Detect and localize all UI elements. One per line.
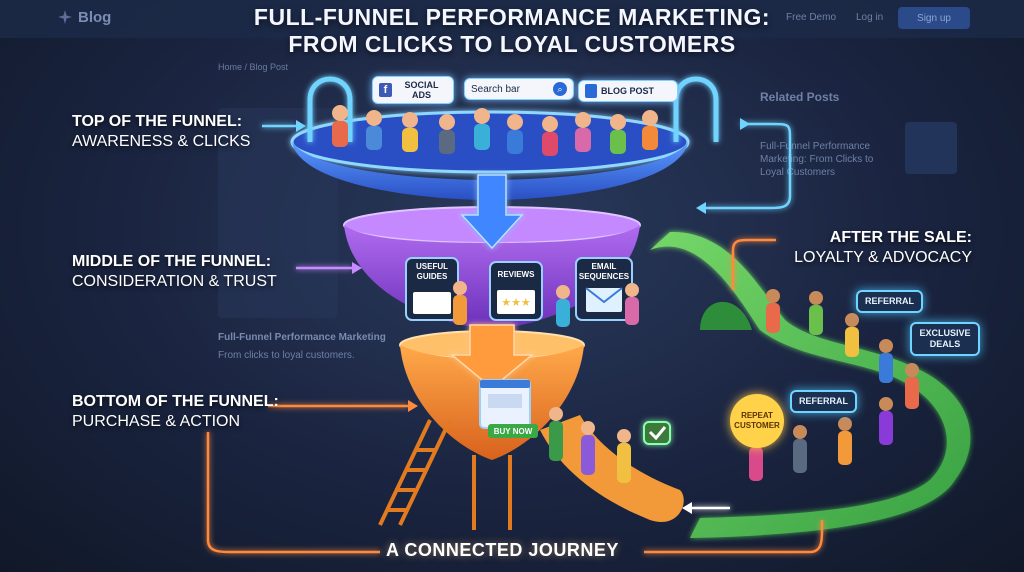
connector-journey bbox=[206, 432, 380, 554]
funnel-stairs bbox=[378, 419, 512, 530]
breadcrumb[interactable]: Home / Blog Post bbox=[218, 62, 289, 72]
stage-middle: MIDDLE OF THE FUNNEL: CONSIDERATION & TR… bbox=[72, 252, 277, 292]
loyalty-crowd bbox=[749, 289, 919, 447]
article-title: Full-Funnel Performance Marketing bbox=[218, 332, 386, 343]
arrowhead-return-top bbox=[740, 118, 750, 130]
arrowhead-top bbox=[296, 120, 306, 132]
social-ads-label: SOCIAL ADS bbox=[404, 80, 439, 100]
loyalty-crowd-bodies bbox=[749, 303, 919, 481]
connected-journey-label: A CONNECTED JOURNEY bbox=[386, 540, 619, 560]
arrowhead-middle bbox=[352, 262, 362, 274]
blog-topbar bbox=[0, 0, 1024, 38]
search-icon: ⌕ bbox=[553, 82, 567, 96]
blog-post-label: BLOG POST bbox=[601, 86, 655, 96]
stage-after-heading: AFTER THE SALE: bbox=[829, 229, 972, 246]
title-line-2: FROM CLICKS TO LOYAL CUSTOMERS bbox=[288, 31, 736, 57]
connector-return bbox=[706, 122, 792, 210]
connector-journey-right bbox=[644, 520, 824, 554]
exclusive-deals-chip: EXCLUSIVE DEALS bbox=[910, 322, 980, 356]
stage-bottom-heading: BOTTOM OF THE FUNNEL: bbox=[72, 393, 279, 410]
confirm-bubble bbox=[643, 421, 671, 445]
envelope-icon bbox=[585, 287, 623, 304]
top-arch-left bbox=[307, 76, 353, 142]
email-label: EMAIL SEQUENCES bbox=[578, 262, 630, 281]
middle-cards: ★★★ bbox=[405, 257, 633, 321]
nav-free-demo[interactable]: Free Demo bbox=[786, 12, 837, 23]
checkmark-icon bbox=[648, 426, 667, 441]
repeat-customer-badge: REPEAT CUSTOMER bbox=[730, 394, 784, 448]
stage-top: TOP OF THE FUNNEL: AWARENESS & CLICKS bbox=[72, 112, 250, 152]
stage-top-heading: TOP OF THE FUNNEL: bbox=[72, 113, 243, 130]
top-arch-right bbox=[673, 76, 719, 142]
connector-after bbox=[731, 238, 776, 290]
middle-crowd bbox=[453, 281, 639, 299]
stage-after: AFTER THE SALE: LOYALTY & ADVOCACY bbox=[782, 228, 972, 268]
search-bar-tag: Search bar ⌕ bbox=[464, 78, 574, 100]
loyalty-slide bbox=[650, 231, 971, 538]
top-funnel bbox=[292, 142, 688, 200]
loyalty-tunnel bbox=[700, 301, 752, 330]
stage-middle-heading: MIDDLE OF THE FUNNEL: bbox=[72, 253, 272, 270]
nav-log-in[interactable]: Log in bbox=[856, 12, 884, 23]
arrowhead-bottom bbox=[408, 400, 418, 412]
stage-middle-sub: CONSIDERATION & TRUST bbox=[72, 273, 277, 290]
buy-now-button[interactable]: BUY NOW bbox=[488, 424, 538, 438]
referral-chip-1: REFERRAL bbox=[856, 290, 923, 313]
purchase-slide bbox=[540, 415, 684, 523]
related-post-link[interactable]: Full-Funnel Performance Marketing: From … bbox=[760, 141, 874, 178]
reviews-label: REVIEWS bbox=[497, 270, 535, 279]
down-arrow-blue bbox=[460, 174, 524, 250]
down-arrow-orange bbox=[449, 324, 535, 389]
arrowhead-return bbox=[696, 202, 706, 214]
article-subtitle: From clicks to loyal customers. bbox=[218, 350, 355, 361]
sign-up-button[interactable]: Sign up bbox=[898, 7, 970, 29]
star-rating-icon: ★★★ bbox=[501, 297, 531, 309]
stage-bottom: BOTTOM OF THE FUNNEL: PURCHASE & ACTION bbox=[72, 392, 279, 432]
facebook-icon: f bbox=[379, 83, 392, 97]
bottom-crowd bbox=[549, 407, 631, 443]
middle-crowd-bodies bbox=[453, 295, 639, 327]
sparkle-icon bbox=[58, 10, 72, 24]
top-crowd bbox=[332, 105, 658, 156]
referral-chip-2: REFERRAL bbox=[790, 390, 857, 413]
arrowhead-journey bbox=[682, 502, 692, 514]
bottom-crowd-bodies bbox=[549, 421, 631, 483]
related-posts-title: Related Posts bbox=[760, 90, 840, 104]
stage-bottom-sub: PURCHASE & ACTION bbox=[72, 413, 241, 430]
guides-label: USEFUL GUIDES bbox=[416, 262, 448, 281]
blog-logo[interactable]: Blog bbox=[78, 9, 112, 26]
stage-after-sub: LOYALTY & ADVOCACY bbox=[794, 249, 972, 266]
blog-post-tag: BLOG POST bbox=[578, 80, 678, 102]
related-thumbnail[interactable] bbox=[905, 122, 957, 174]
title-line-1: FULL-FUNNEL PERFORMANCE MARKETING: bbox=[253, 4, 771, 30]
stage-top-sub: AWARENESS & CLICKS bbox=[72, 133, 251, 150]
social-ads-tag: f SOCIAL ADS bbox=[372, 76, 454, 104]
infographic-title: FULL-FUNNEL PERFORMANCE MARKETING: FROM … bbox=[0, 4, 1024, 58]
search-bar-label: Search bar bbox=[471, 83, 520, 95]
document-icon bbox=[585, 84, 597, 98]
